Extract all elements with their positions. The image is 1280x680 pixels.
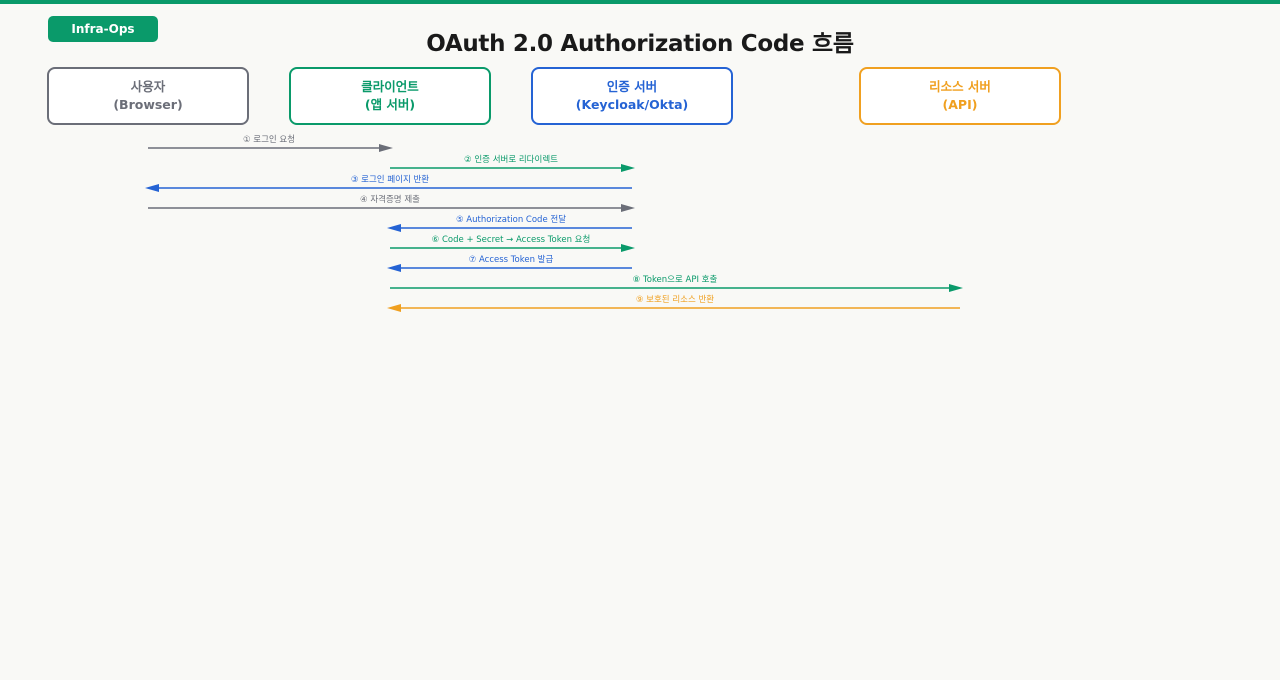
message-label: ④ 자격증명 제출 [360,194,420,205]
message-label: ⑤ Authorization Code 전달 [456,214,566,225]
arrowhead-icon [949,284,963,292]
arrowhead-icon [387,304,401,312]
message-label: ⑦ Access Token 발급 [469,254,554,265]
message-label: ⑨ 보호된 리소스 반환 [636,294,714,305]
message-8: ⑧ Token으로 API 호출 [390,274,963,292]
message-label: ① 로그인 요청 [243,134,295,145]
message-3: ③ 로그인 페이지 반환 [145,174,632,192]
diagram-title: OAuth 2.0 Authorization Code 흐름 [426,31,854,57]
team-badge: Infra-Ops [48,16,158,42]
actor-resource-server: 리소스 서버 (API) [859,67,1061,125]
actor-resource-server-name: 리소스 서버 [929,79,991,94]
arrowhead-icon [387,264,401,272]
message-1: ① 로그인 요청 [148,134,393,152]
message-label: ③ 로그인 페이지 반환 [351,174,429,185]
actor-client-name: 클라이언트 [361,79,419,94]
message-label: ② 인증 서버로 리다이렉트 [464,154,558,165]
message-9: ⑨ 보호된 리소스 반환 [387,294,960,312]
actor-resource-server-sub: (API) [942,97,978,112]
message-6: ⑥ Code + Secret → Access Token 요청 [390,235,635,252]
message-7: ⑦ Access Token 발급 [387,254,632,272]
arrowhead-icon [621,164,635,172]
arrowhead-icon [379,144,393,152]
actor-auth-server-sub: (Keycloak/Okta) [575,97,689,112]
actor-user-name: 사용자 [130,79,166,94]
actor-client-sub: (앱 서버) [364,97,416,112]
message-label: ⑥ Code + Secret → Access Token 요청 [432,235,591,245]
actor-auth-server-name: 인증 서버 [606,79,658,94]
message-2: ② 인증 서버로 리다이렉트 [390,154,635,172]
actor-client: 클라이언트 (앱 서버) [289,67,491,125]
actor-user-sub: (Browser) [113,97,183,112]
arrowhead-icon [145,184,159,192]
message-5: ⑤ Authorization Code 전달 [387,214,632,232]
arrowhead-icon [621,204,635,212]
message-4: ④ 자격증명 제출 [148,194,635,212]
arrowhead-icon [387,224,401,232]
message-label: ⑧ Token으로 API 호출 [633,274,718,285]
top-accent-bar [0,0,1280,4]
actor-user: 사용자 (Browser) [47,67,249,125]
actor-auth-server: 인증 서버 (Keycloak/Okta) [531,67,733,125]
arrowhead-icon [621,244,635,252]
